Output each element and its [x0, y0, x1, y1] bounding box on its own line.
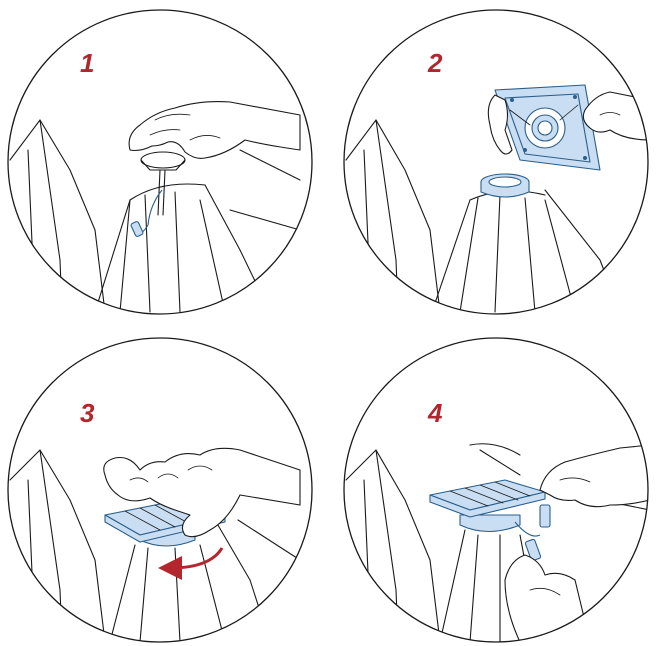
- cable-connector: [130, 221, 143, 237]
- step-3-illustration: [10, 448, 300, 642]
- step-4-illustration: [346, 444, 650, 642]
- step-1-frame: [8, 10, 312, 314]
- step-2-panel: 2: [344, 10, 650, 314]
- step-2-frame: [344, 10, 648, 314]
- rotate-arrow: [170, 548, 222, 568]
- step-1-panel: 1: [8, 10, 312, 314]
- step-3-panel: 3: [8, 338, 312, 642]
- step-4-number: 4: [427, 398, 443, 428]
- upper-hand-icon: [540, 445, 650, 507]
- hand-icon: [129, 102, 300, 159]
- step-1-illustration: [10, 102, 300, 312]
- step-3-number: 3: [80, 398, 95, 428]
- step-4-panel: 4: [344, 338, 650, 642]
- cable-connector: [540, 505, 550, 527]
- step-1-number: 1: [80, 48, 94, 78]
- lower-hand-icon: [505, 555, 590, 642]
- step-2-number: 2: [427, 48, 443, 78]
- step-2-illustration: [346, 85, 650, 312]
- mounting-disc: [141, 152, 185, 168]
